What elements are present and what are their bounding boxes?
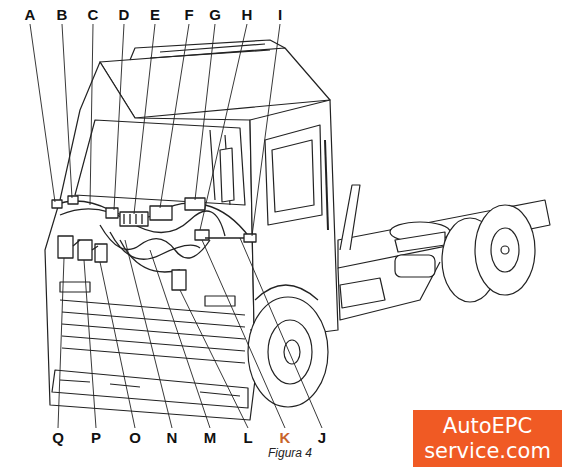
figure-caption: Figura 4 — [268, 446, 312, 460]
callout-letter: P — [91, 430, 101, 445]
callout-letter: M — [204, 430, 217, 445]
callout-letter: D — [119, 7, 130, 22]
watermark-text: AutoEPC service.com — [419, 414, 556, 464]
callout-letter: L — [243, 430, 252, 445]
callout-letter: C — [88, 7, 99, 22]
callout-letter: K — [280, 430, 291, 445]
callout-letter: O — [129, 430, 141, 445]
callout-letter: Q — [52, 430, 64, 445]
callout-letter: E — [150, 7, 160, 22]
watermark-box: AutoEPC service.com — [413, 410, 562, 467]
callout-letter: H — [242, 7, 253, 22]
callout-letter: G — [209, 7, 221, 22]
callout-letter: F — [184, 7, 193, 22]
callout-letter: J — [318, 430, 326, 445]
callout-letter: B — [57, 7, 68, 22]
callout-letter: N — [167, 430, 178, 445]
callout-letter: I — [278, 7, 282, 22]
callout-letter: A — [25, 7, 36, 22]
